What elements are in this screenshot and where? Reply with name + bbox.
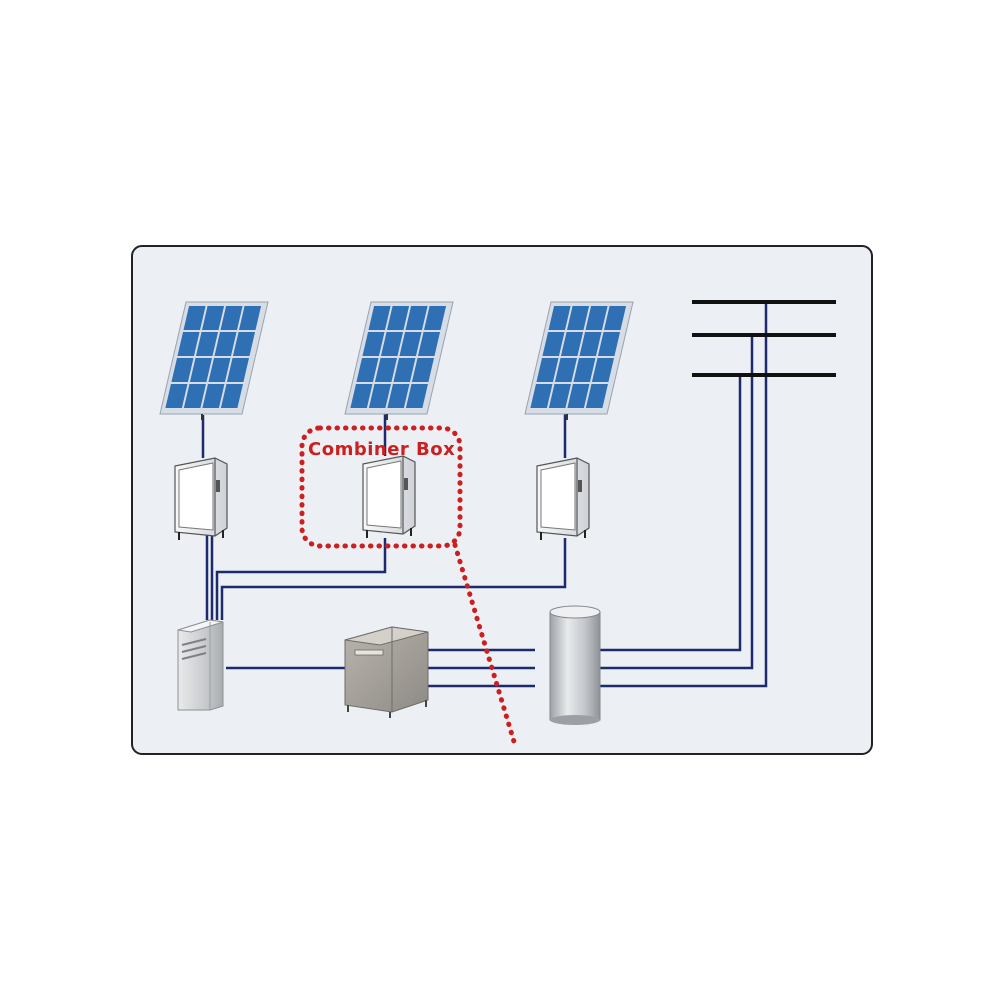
panel-cell — [554, 358, 577, 382]
transformer-cabinet — [549, 605, 601, 725]
panel-cell — [548, 384, 571, 408]
panel-cell — [536, 358, 559, 382]
panel-cell — [424, 306, 447, 330]
panel-cell — [202, 384, 225, 408]
wire-tr-grid-1 — [600, 375, 742, 652]
panel-cell — [579, 332, 602, 356]
panel-cell — [417, 332, 441, 356]
panel-cell — [368, 384, 391, 408]
panel-cell — [387, 306, 410, 330]
panel-cell — [226, 358, 249, 382]
callout-box — [299, 425, 463, 549]
panel-cell — [560, 332, 584, 356]
panel-cell — [220, 306, 243, 330]
panel-cell — [362, 332, 385, 356]
panel-cell — [387, 384, 410, 408]
panel-cell — [368, 306, 391, 330]
panel-cell — [202, 306, 225, 330]
panel-cell — [195, 332, 219, 356]
combiner-box-3 — [536, 457, 590, 540]
grid-lines — [692, 300, 836, 377]
wire-tr-grid-2 — [600, 335, 754, 670]
combiner-box-2 — [362, 455, 416, 538]
panel-cell — [548, 306, 571, 330]
panel-cell — [405, 306, 428, 330]
panel-cell — [573, 358, 596, 382]
callout-leader — [452, 542, 518, 748]
panel-cell — [356, 358, 379, 382]
panel-cell — [542, 332, 565, 356]
solar-panel-3 — [524, 301, 634, 420]
panel-cell — [530, 384, 553, 408]
panel-cell — [405, 384, 428, 408]
panel-cell — [591, 358, 614, 382]
inverter-cabinet — [344, 626, 429, 718]
wiring — [201, 302, 768, 688]
combiner-box-callout — [299, 425, 518, 748]
panel-cell — [567, 306, 590, 330]
panel-cell — [165, 384, 188, 408]
panel-cell — [393, 358, 416, 382]
panel-cell — [350, 384, 373, 408]
panel-cell — [183, 306, 206, 330]
wire-cb2 — [215, 538, 387, 620]
panel-cell — [189, 358, 212, 382]
panel-cell — [399, 332, 422, 356]
panel-cell — [585, 306, 608, 330]
combiner-cabinet — [177, 619, 224, 711]
panel-cell — [585, 384, 608, 408]
panel-cell — [374, 358, 397, 382]
solar-panel-1 — [159, 301, 269, 420]
panel-cell — [177, 332, 200, 356]
panel-cell — [597, 332, 621, 356]
diagram-frame — [131, 245, 873, 755]
wire-cb3 — [220, 538, 567, 620]
panel-cell — [239, 306, 262, 330]
panel-cell — [380, 332, 404, 356]
panel-cell — [208, 358, 231, 382]
panel-cell — [220, 384, 243, 408]
panel-cell — [411, 358, 434, 382]
panel-cell — [232, 332, 256, 356]
combiner-box-1 — [174, 457, 228, 540]
panel-cell — [604, 306, 627, 330]
solar-panel-2 — [344, 301, 454, 420]
panel-cell — [214, 332, 237, 356]
panel-cell — [183, 384, 206, 408]
wire-tr-grid-3 — [600, 302, 768, 688]
panel-cell — [567, 384, 590, 408]
callout-label: Combiner Box — [308, 439, 455, 460]
panel-cell — [171, 358, 194, 382]
